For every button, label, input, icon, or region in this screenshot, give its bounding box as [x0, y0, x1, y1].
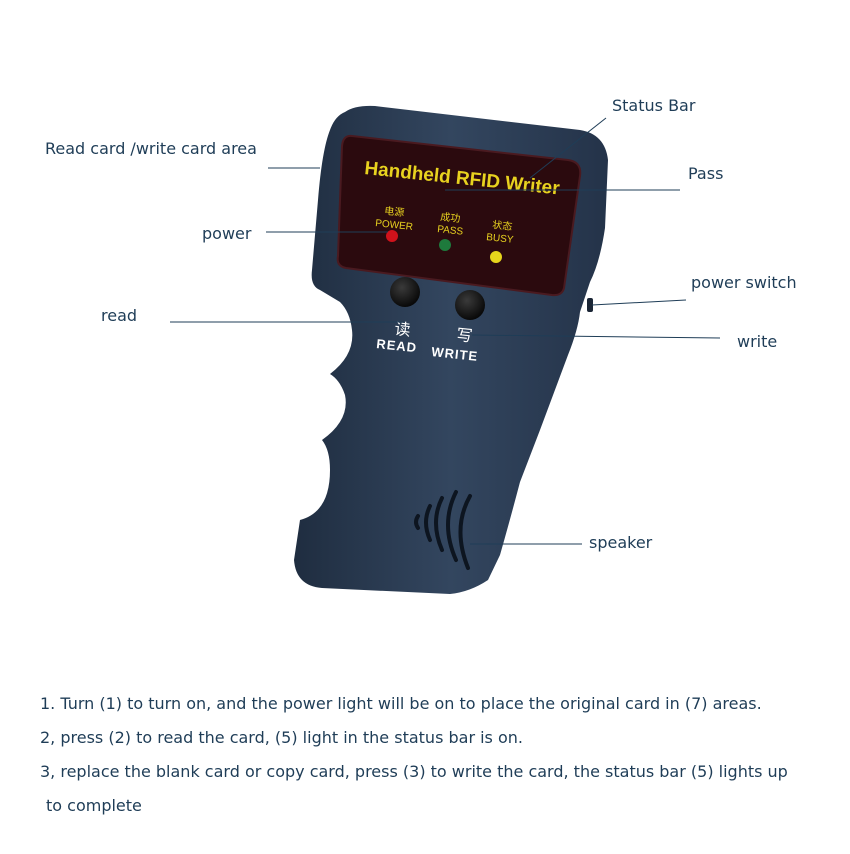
power-switch[interactable]	[587, 298, 593, 312]
indicator-pass-en: PASS	[437, 224, 464, 238]
leader-status-bar	[529, 117, 607, 179]
display-panel	[336, 134, 582, 297]
read-button[interactable]	[390, 277, 420, 307]
callout-write: write	[737, 332, 778, 351]
write-button-cn: 写	[456, 325, 474, 346]
leader-write	[471, 334, 721, 339]
instruction-step-3: 3, replace the blank card or copy card, …	[40, 762, 788, 781]
callout-pass: Pass	[688, 164, 724, 183]
pass-led	[439, 239, 451, 251]
indicator-busy-cn: 状态	[492, 218, 513, 233]
indicator-pass-cn: 成功	[440, 211, 461, 225]
leader-power-switch	[591, 299, 687, 306]
busy-led	[490, 251, 502, 263]
indicator-power-en: POWER	[375, 218, 414, 233]
callout-read-write-area: Read card /write card area	[45, 139, 257, 158]
read-button-label: READ	[376, 336, 418, 355]
indicator-busy-en: BUSY	[486, 232, 515, 246]
callout-power: power	[202, 224, 252, 243]
callout-status-bar: Status Bar	[612, 96, 696, 115]
instruction-step-2: 2, press (2) to read the card, (5) light…	[40, 728, 523, 747]
callout-speaker: speaker	[589, 533, 653, 552]
callout-read: read	[101, 306, 138, 325]
power-led	[386, 230, 398, 242]
callout-power-switch: power switch	[691, 273, 797, 292]
instructions: 1. Turn (1) to turn on, and the power li…	[40, 687, 830, 823]
instruction-step-3-continued: to complete	[46, 796, 142, 815]
write-button-label: WRITE	[431, 344, 479, 364]
speaker-grille-icon	[414, 490, 472, 570]
indicator-power-cn: 电源	[384, 204, 405, 219]
read-button-cn: 读	[394, 319, 412, 340]
instruction-step-1: 1. Turn (1) to turn on, and the power li…	[40, 694, 762, 713]
write-button[interactable]	[455, 290, 485, 320]
